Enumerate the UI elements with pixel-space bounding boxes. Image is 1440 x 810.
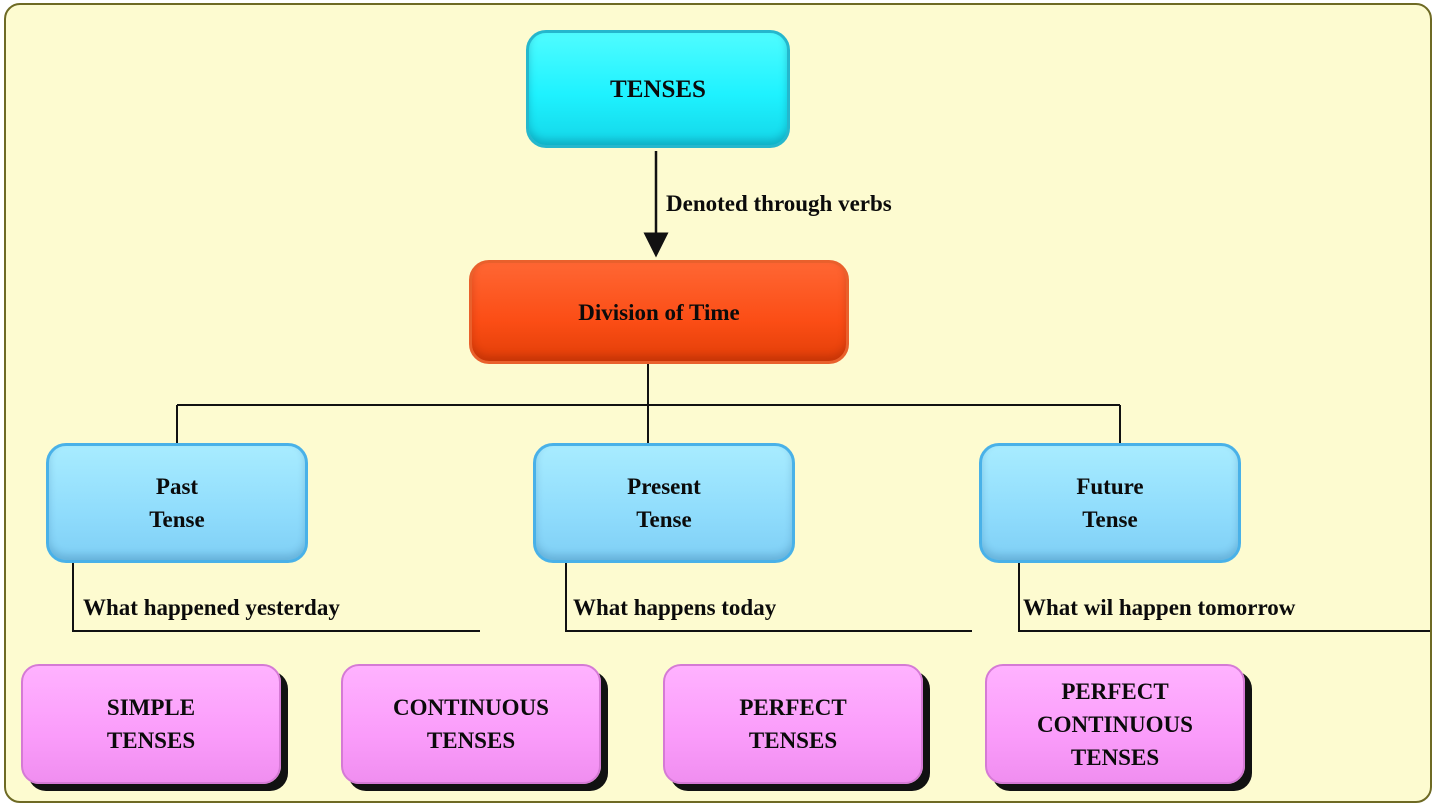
- perfect-continuous-tenses-line3: TENSES: [1070, 744, 1160, 770]
- future-description-line: [1018, 561, 1430, 632]
- tenses-root-label: TENSES: [610, 75, 706, 103]
- future-tense-line1: Future: [1076, 474, 1144, 499]
- perfect-tenses-node: PERFECT TENSES: [663, 664, 923, 784]
- division-of-time-node: Division of Time: [469, 260, 849, 364]
- past-tense-line1: Past: [155, 474, 199, 499]
- diagram-frame: TENSES Denoted through verbs Division of…: [4, 3, 1432, 803]
- simple-tenses-node: SIMPLE TENSES: [21, 664, 281, 784]
- future-tense-line2: Tense: [1082, 507, 1138, 532]
- simple-tenses-line2: TENSES: [106, 728, 196, 753]
- present-tense-description: What happens today: [573, 595, 777, 620]
- division-of-time-label: Division of Time: [578, 299, 740, 325]
- tenses-root-node: TENSES: [526, 30, 790, 148]
- perfect-tenses-line1: PERFECT: [739, 695, 847, 720]
- perfect-continuous-tenses-line1: PERFECT: [1061, 678, 1169, 704]
- continuous-tenses-line1: CONTINUOUS: [393, 695, 549, 720]
- present-tense-node: Present Tense: [533, 443, 795, 563]
- simple-tenses-line1: SIMPLE: [106, 695, 196, 720]
- perfect-continuous-tenses-line2: CONTINUOUS: [1037, 711, 1193, 737]
- present-tense-line1: Present: [627, 474, 701, 499]
- future-tense-node: Future Tense: [979, 443, 1241, 563]
- perfect-tenses-line2: TENSES: [748, 728, 838, 753]
- past-tense-description: What happened yesterday: [83, 595, 340, 620]
- future-tense-description: What wil happen tomorrow: [1023, 595, 1296, 620]
- past-tense-line2: Tense: [149, 507, 205, 532]
- past-tense-node: Past Tense: [46, 443, 308, 563]
- present-description-line: [565, 561, 972, 632]
- present-tense-line2: Tense: [636, 507, 692, 532]
- perfect-continuous-tenses-node: PERFECT CONTINUOUS TENSES: [985, 664, 1245, 784]
- denoted-through-verbs-label: Denoted through verbs: [666, 191, 892, 216]
- past-description-line: [72, 561, 480, 632]
- connector-lines: [72, 151, 1430, 632]
- continuous-tenses-line2: TENSES: [426, 728, 516, 753]
- continuous-tenses-node: CONTINUOUS TENSES: [341, 664, 601, 784]
